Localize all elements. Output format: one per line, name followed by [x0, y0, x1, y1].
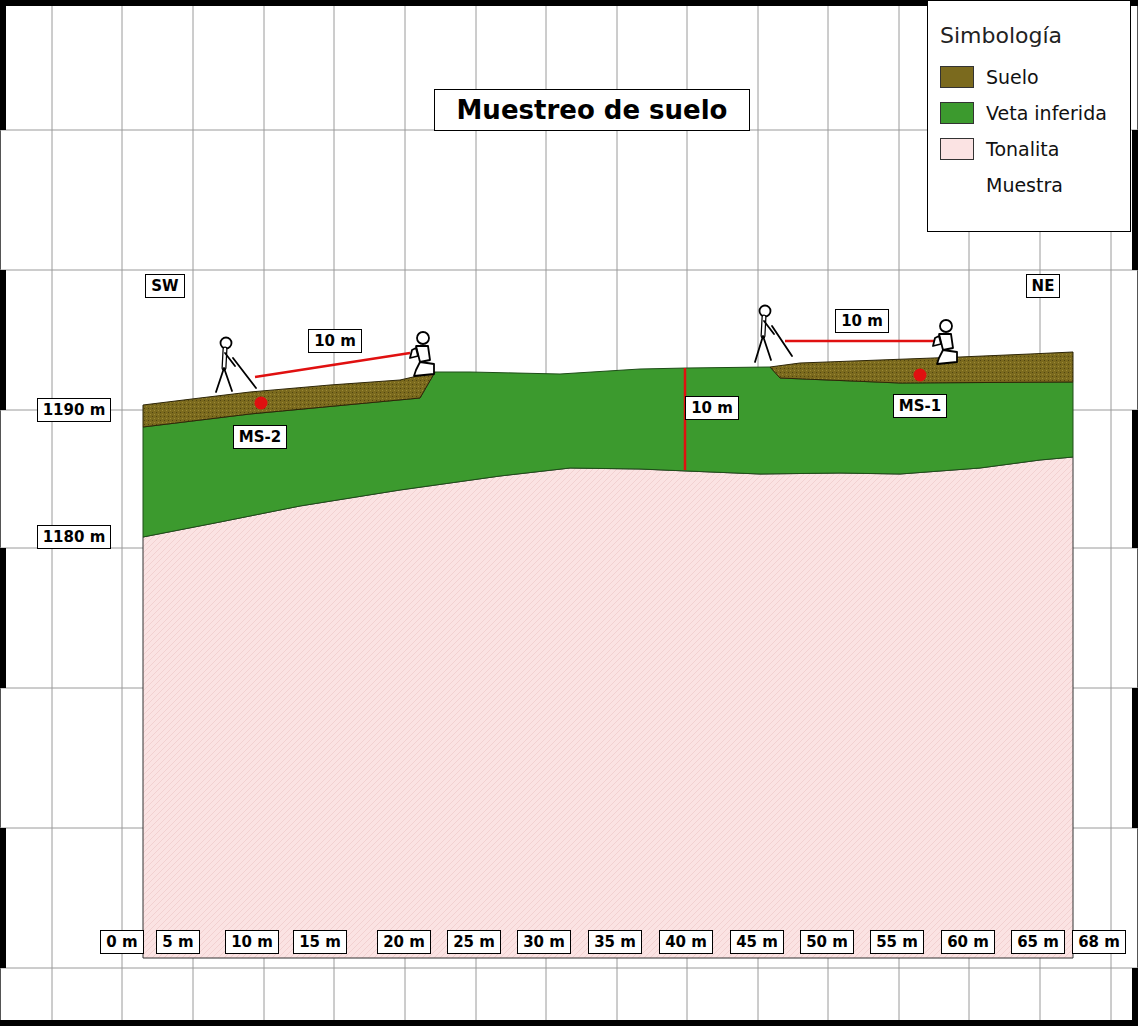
vein-body: [143, 367, 1073, 537]
label-box: 50 m: [800, 930, 854, 954]
label-text: MS-2: [239, 428, 281, 446]
label-text: 10 m: [314, 332, 356, 350]
label-text: 50 m: [806, 933, 848, 951]
label-text: 40 m: [665, 933, 707, 951]
label-box: 10 m: [835, 309, 889, 333]
legend-heading: Simbología: [940, 23, 1062, 48]
soil-left: [143, 372, 435, 427]
label-box: 40 m: [659, 930, 713, 954]
label-text: 25 m: [453, 933, 495, 951]
label-text: 20 m: [383, 933, 425, 951]
title-box: Muestreo de suelo: [434, 89, 751, 131]
label-box: NE: [1026, 274, 1061, 298]
legend-swatch: [940, 138, 974, 160]
label-text: 30 m: [523, 933, 565, 951]
label-box: SW: [145, 274, 184, 298]
label-text: SW: [151, 277, 178, 295]
label-text: NE: [1032, 277, 1055, 295]
label-box: 68 m: [1072, 930, 1126, 954]
legend-text: Tonalita: [986, 137, 1059, 161]
tonalite-body: [143, 457, 1073, 958]
label-text: 10 m: [841, 312, 883, 330]
kneeling-figure: [410, 332, 434, 376]
label-box: 55 m: [870, 930, 924, 954]
legend-text: Suelo: [986, 65, 1039, 89]
tape-line: [785, 340, 935, 343]
label-text: 1180 m: [43, 528, 106, 546]
walker-figure: [755, 306, 792, 363]
label-text: MS-1: [899, 397, 941, 415]
label-text: 0 m: [106, 933, 137, 951]
walker-figure: [216, 338, 256, 393]
label-text: 60 m: [947, 933, 989, 951]
kneeling-figure: [933, 320, 957, 364]
label-box: 5 m: [156, 930, 199, 954]
label-box: 30 m: [517, 930, 571, 954]
label-text: 55 m: [876, 933, 918, 951]
label-text: 65 m: [1017, 933, 1059, 951]
label-text: 10 m: [691, 399, 733, 417]
sample-dot: [255, 397, 268, 410]
label-box: 60 m: [941, 930, 995, 954]
legend-text: Veta inferida: [986, 101, 1107, 125]
label-text: 35 m: [594, 933, 636, 951]
tape-line: [255, 353, 410, 377]
soil-right: [770, 352, 1073, 383]
label-text: 1190 m: [43, 401, 106, 419]
legend-text: Muestra: [986, 173, 1063, 197]
label-box: 10 m: [308, 329, 362, 353]
label-box: 1180 m: [37, 525, 112, 549]
label-box: MS-2: [233, 425, 287, 449]
label-box: 35 m: [588, 930, 642, 954]
label-box: 0 m: [100, 930, 143, 954]
legend-swatch: [940, 102, 974, 124]
legend-box: SimbologíaSueloVeta inferidaTonalitaMues…: [927, 0, 1131, 232]
legend-swatch: [940, 66, 974, 88]
label-box: MS-1: [893, 394, 947, 418]
label-text: 10 m: [231, 933, 273, 951]
label-box: 10 m: [225, 930, 279, 954]
label-box: 1190 m: [37, 398, 112, 422]
label-box: 10 m: [685, 396, 739, 420]
label-text: 45 m: [736, 933, 778, 951]
label-box: 15 m: [293, 930, 347, 954]
label-text: 15 m: [299, 933, 341, 951]
label-box: 65 m: [1011, 930, 1065, 954]
label-box: 20 m: [377, 930, 431, 954]
title: Muestreo de suelo: [457, 95, 728, 125]
label-text: 5 m: [162, 933, 193, 951]
label-box: 25 m: [447, 930, 501, 954]
sample-dot: [914, 369, 927, 382]
label-box: 45 m: [730, 930, 784, 954]
label-text: 68 m: [1078, 933, 1120, 951]
